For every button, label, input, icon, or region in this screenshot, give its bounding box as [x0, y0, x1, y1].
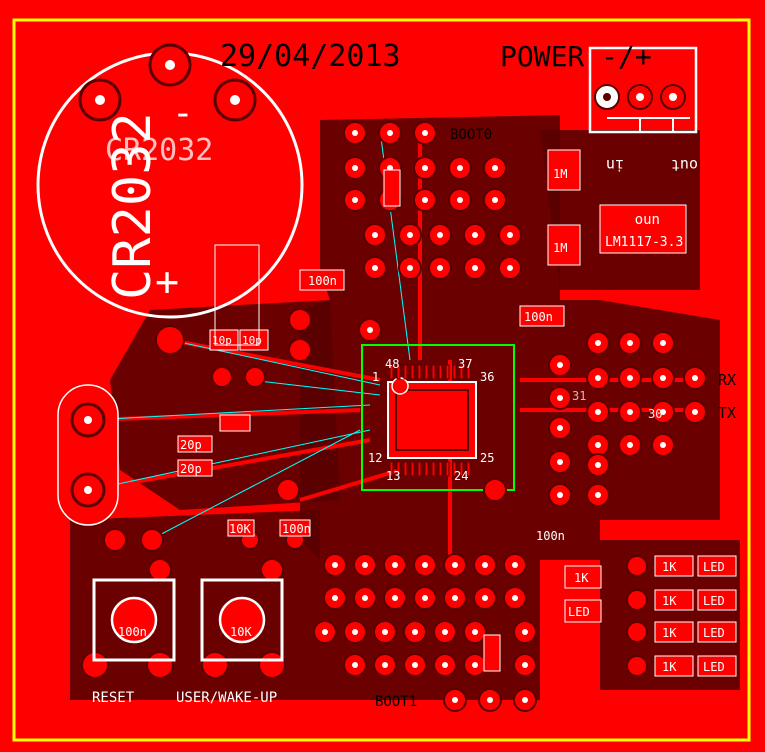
res-10k-b-label: 10K	[230, 625, 252, 639]
cap-10p-b-label: 10p	[242, 334, 262, 347]
reset-button-cap	[110, 596, 158, 644]
pin-13-label: 13	[386, 469, 400, 483]
cap-20p-b-label: 20p	[180, 462, 202, 476]
led-list-item: LED	[703, 594, 725, 608]
cap-in-label: in	[606, 156, 624, 174]
led-list-item: LED	[703, 626, 725, 640]
smd-parts	[177, 149, 737, 677]
rx-label: RX	[718, 371, 736, 389]
cap-10p-a-label: 10p	[212, 334, 232, 347]
res-1k-list-item: 1K	[662, 660, 677, 674]
pin-48-label: 48	[385, 357, 399, 371]
route-box	[361, 344, 515, 491]
pin-1-label: 1	[372, 370, 379, 384]
mcu-pad	[395, 389, 469, 451]
user-button-body	[200, 578, 284, 662]
boot1-label: BOOT1	[375, 694, 417, 710]
res-1k-list-item: 1K	[662, 560, 677, 574]
res-10k-a-label: 10K	[229, 522, 251, 536]
pin-31-label: 31	[572, 389, 586, 403]
pad-holes-right	[557, 340, 698, 498]
cap-100n-c-label: 100n	[536, 529, 565, 543]
board-outline	[12, 18, 751, 742]
mcu-pin1-marker	[391, 377, 409, 395]
date-label: 29/04/2013	[220, 39, 401, 74]
battery-plus-sign: +	[155, 259, 179, 305]
power-label: POWER -/+	[500, 40, 652, 73]
mcu-pins	[389, 364, 471, 477]
boot0-label: BOOT0	[450, 127, 492, 143]
led-list-item: LED	[703, 560, 725, 574]
battery-label-large: CR2032	[103, 112, 163, 300]
battery-minus-sign: -	[172, 93, 194, 134]
user-wakeup-label: USER/WAKE-UP	[176, 690, 277, 706]
res-1m-a-label: 1M	[553, 167, 567, 181]
battery-pad-holes	[95, 60, 240, 105]
reset-button-body	[92, 578, 176, 662]
pin-25-label: 25	[480, 451, 494, 465]
led-list-item: LED	[703, 660, 725, 674]
tx-label: TX	[718, 404, 736, 422]
battery-label-small: CR2032	[105, 133, 213, 168]
cap-100n-reset-label: 100n	[118, 625, 147, 639]
regulator-label: LM1117-3.3	[605, 235, 683, 250]
user-button-cap	[218, 596, 266, 644]
res-1k-list-item: 1K	[662, 626, 677, 640]
pad-grid-right	[548, 331, 707, 507]
cap-100n-b-label: 100n	[524, 310, 553, 324]
crystal-cap-outline	[214, 244, 260, 346]
res-1k-main-label: 1K	[574, 571, 589, 585]
pin-12-label: 12	[368, 451, 382, 465]
reset-label: RESET	[92, 690, 135, 706]
regulator-pins-label: uno	[635, 212, 660, 228]
power-polarity-mark	[607, 117, 690, 132]
cap-100n-a-label: 100n	[308, 274, 337, 288]
res-1m-b-label: 1M	[553, 241, 567, 255]
pin-37-label: 37	[458, 357, 472, 371]
pin-30-label: 30	[648, 407, 662, 421]
led-main-label: LED	[568, 605, 590, 619]
pad-holes-bottom	[322, 562, 528, 703]
cap-out-label: out	[671, 156, 698, 174]
cap-100n-d-label: 100n	[282, 522, 311, 536]
misc-pads	[81, 84, 686, 679]
pin-24-label: 24	[454, 469, 468, 483]
power-connector	[588, 46, 698, 134]
pin-36-label: 36	[480, 370, 494, 384]
led-pads	[626, 555, 648, 677]
cap-20p-a-label: 20p	[180, 438, 202, 452]
res-1k-list-item: 1K	[662, 594, 677, 608]
